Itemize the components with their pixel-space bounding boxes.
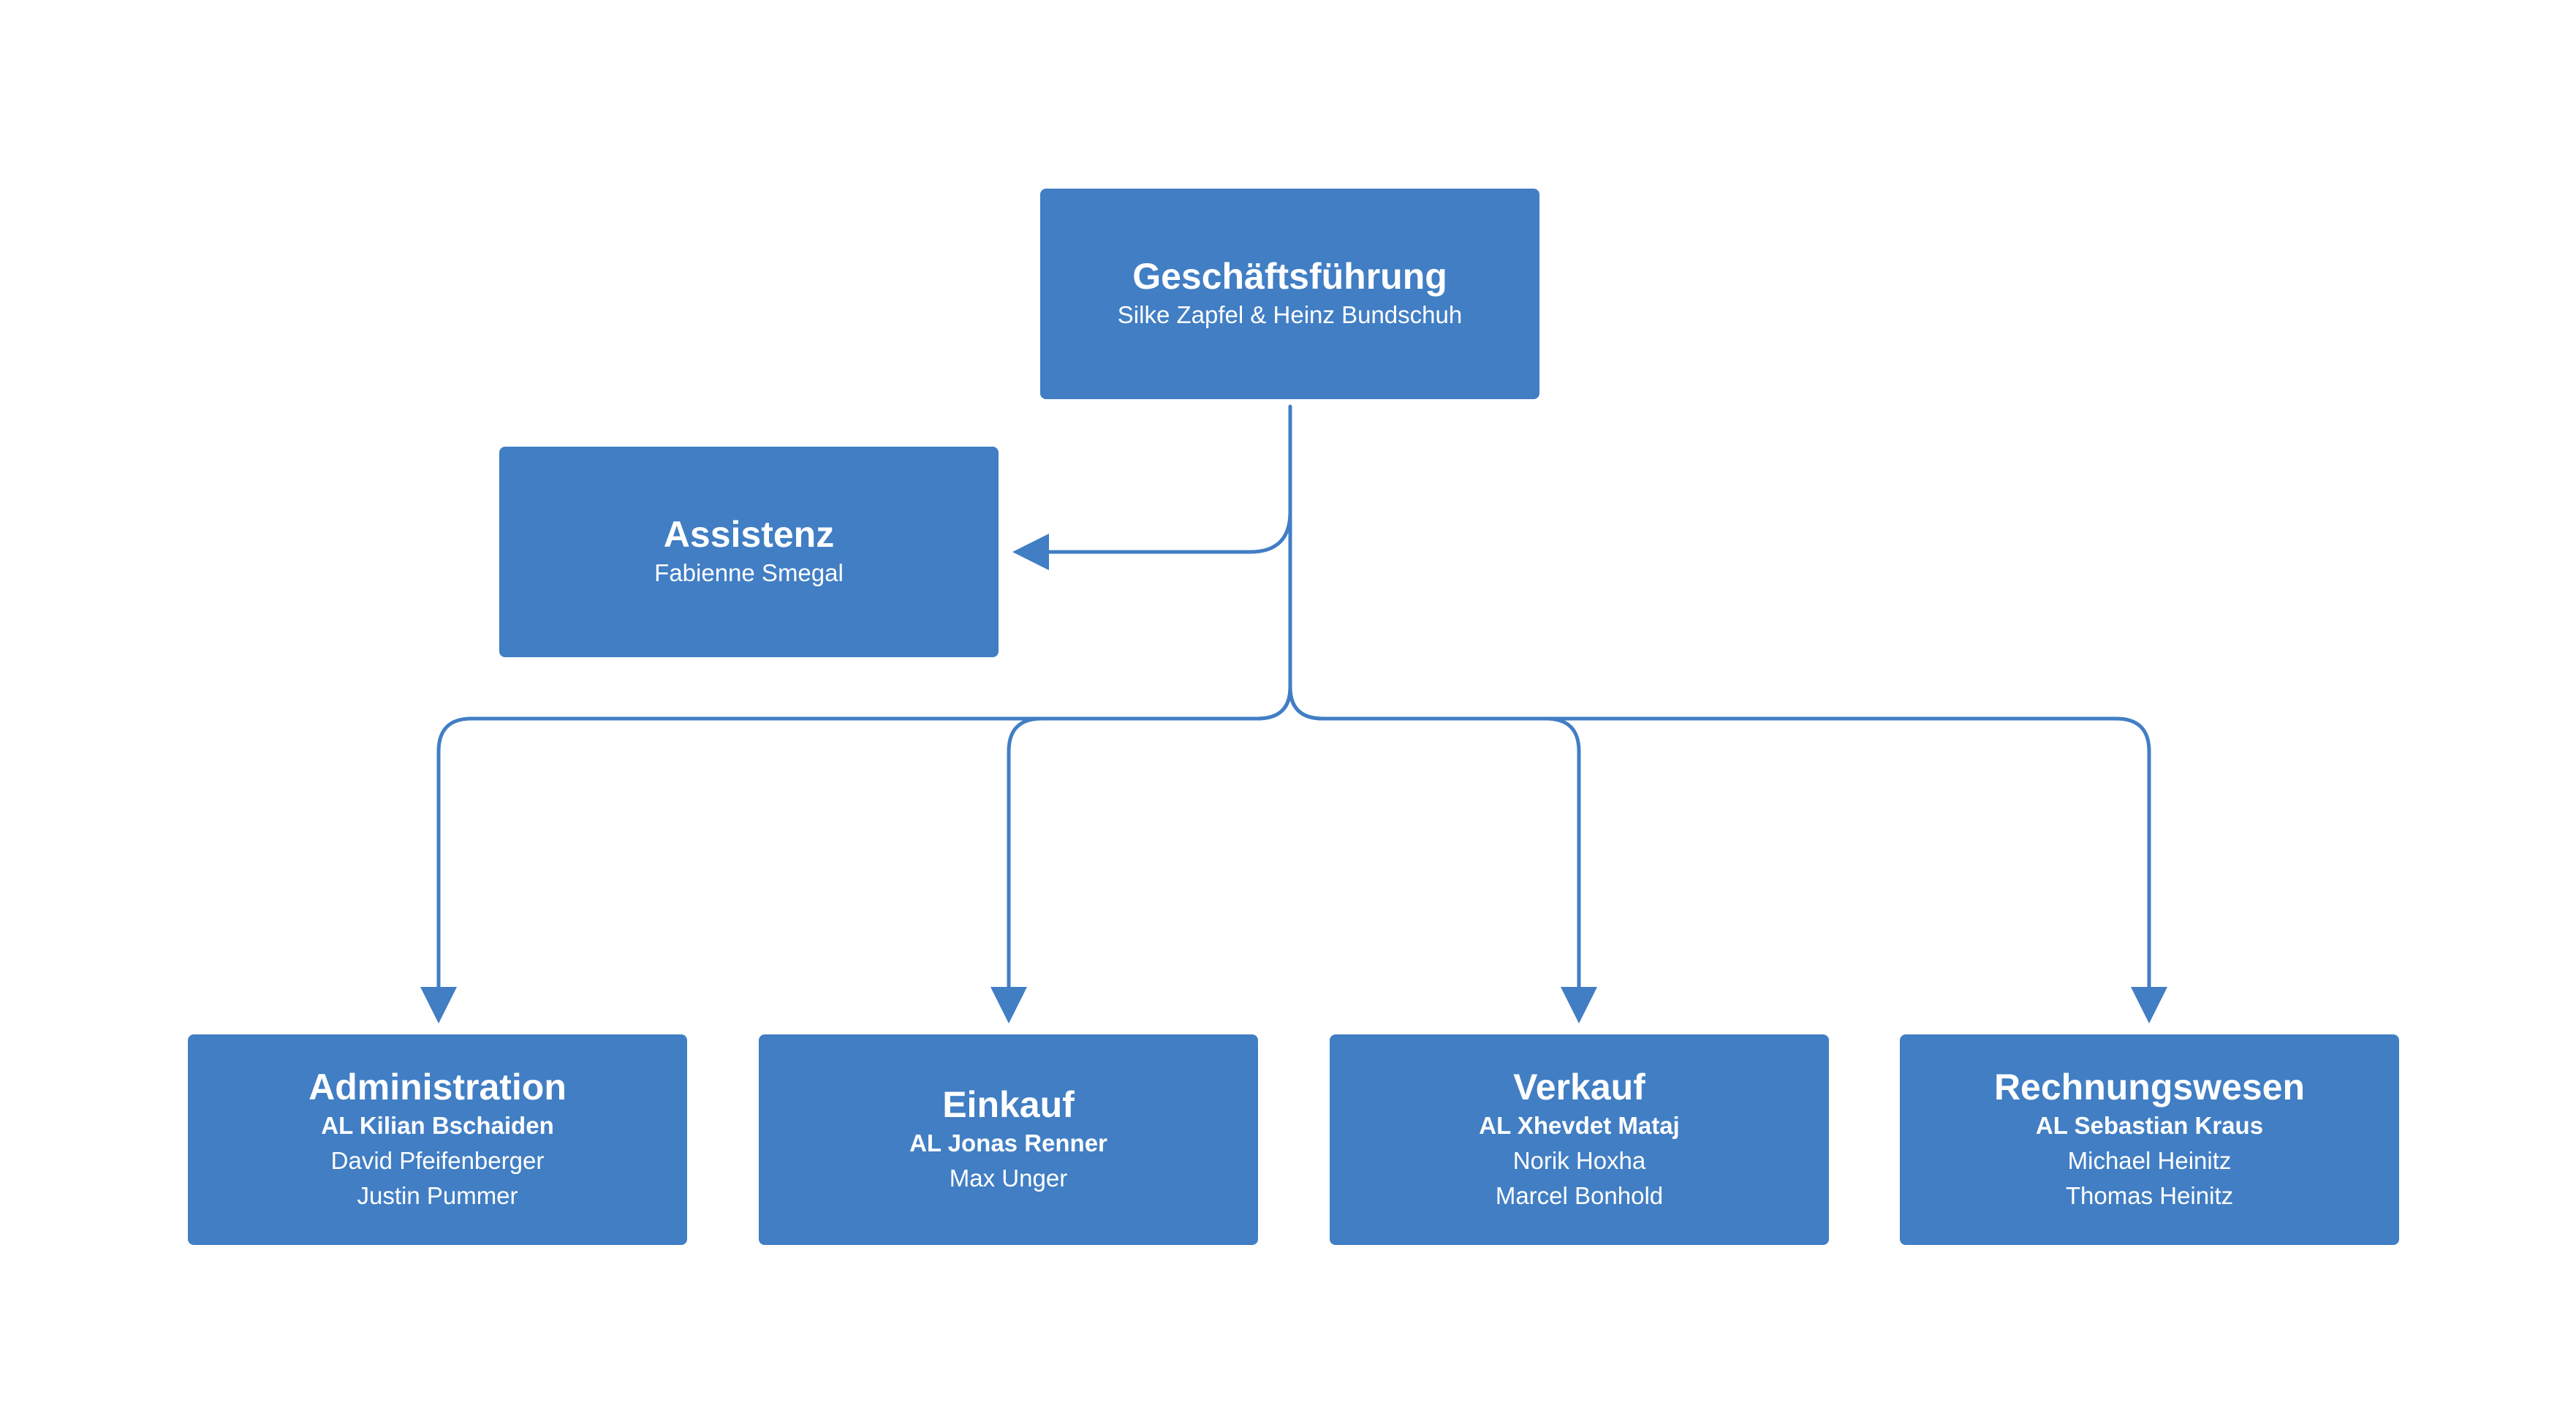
node-title: Assistenz — [663, 514, 835, 555]
connector-administration — [420, 685, 1292, 1023]
connector-verkauf — [1288, 685, 1597, 1023]
node-subtitle: Silke Zapfel & Heinz Bundschuh — [1117, 301, 1463, 328]
node-subtitle: Fabienne Smegal — [654, 559, 844, 586]
node-rechnungswesen: Rechnungswesen AL Sebastian Kraus Michae… — [1900, 1034, 2399, 1245]
node-member: Justin Pummer — [357, 1182, 518, 1209]
node-title: Administration — [308, 1067, 567, 1108]
node-lead: AL Jonas Renner — [909, 1129, 1107, 1157]
node-administration: Administration AL Kilian Bschaiden David… — [188, 1034, 687, 1245]
connector-assistant — [1012, 510, 1292, 570]
connector-einkauf — [990, 685, 1292, 1023]
node-member: Marcel Bonhold — [1495, 1182, 1664, 1209]
node-geschaeftsfuehrung: Geschäftsführung Silke Zapfel & Heinz Bu… — [1040, 189, 1539, 399]
node-member: Max Unger — [949, 1165, 1068, 1192]
node-lead: AL Kilian Bschaiden — [321, 1112, 554, 1139]
node-member: Thomas Heinitz — [2065, 1182, 2234, 1209]
node-lead: AL Xhevdet Mataj — [1479, 1112, 1680, 1139]
node-einkauf: Einkauf AL Jonas Renner Max Unger — [759, 1034, 1258, 1245]
connector-rechnungswesen — [1288, 685, 2167, 1023]
node-member: Michael Heinitz — [2067, 1147, 2232, 1174]
node-title: Rechnungswesen — [1993, 1067, 2306, 1108]
node-title: Geschäftsführung — [1132, 256, 1447, 297]
node-title: Verkauf — [1513, 1067, 1645, 1108]
node-member: David Pfeifenberger — [330, 1147, 545, 1174]
node-title: Einkauf — [942, 1084, 1075, 1125]
node-assistenz: Assistenz Fabienne Smegal — [499, 447, 999, 657]
node-verkauf: Verkauf AL Xhevdet Mataj Norik Hoxha Mar… — [1330, 1034, 1829, 1245]
node-lead: AL Sebastian Kraus — [2035, 1112, 2264, 1139]
node-member: Norik Hoxha — [1512, 1147, 1646, 1174]
